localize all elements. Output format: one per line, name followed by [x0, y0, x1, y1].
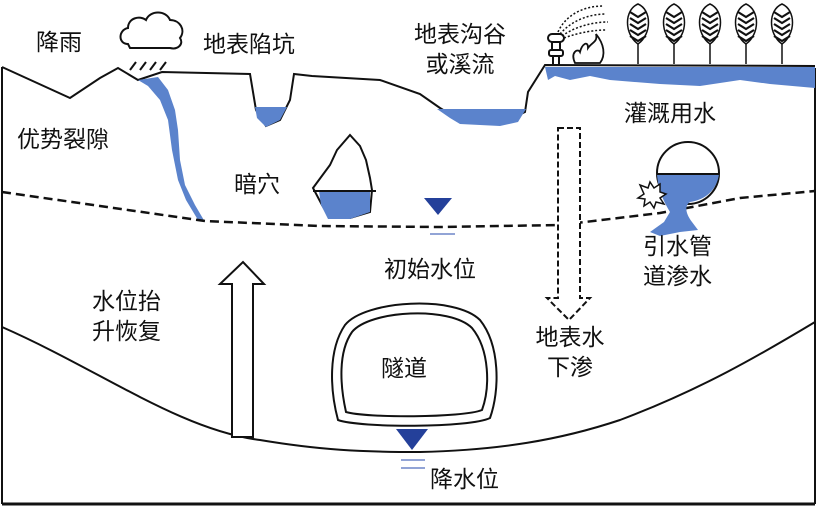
tree-row [626, 3, 794, 64]
tree-icon [626, 3, 650, 64]
label-preferential-fracture: 优势裂隙 [17, 127, 109, 153]
flame-icon [572, 33, 605, 64]
initial-water-table [1, 189, 816, 229]
label-surface-gully-line2: 或溪流 [425, 52, 495, 78]
tree-icon [734, 3, 758, 64]
label-level-recovery-line1: 水位抬 [92, 289, 161, 315]
label-tunnel: 隧道 [381, 356, 427, 382]
tree-icon [698, 3, 722, 64]
pipe-water [650, 174, 719, 236]
label-pipe-leak: 引水管 道渗水 [643, 232, 712, 292]
tree-icon [662, 3, 686, 64]
spray-lines [557, 5, 609, 39]
sinkhole-water [255, 107, 287, 127]
sprinkler-icon [547, 33, 565, 66]
label-surface-infiltration-line1: 地表水 [535, 325, 605, 351]
label-surface-infiltration-line2: 下渗 [547, 355, 593, 381]
label-irrigation-water: 灌溉用水 [624, 101, 716, 127]
cloud-rain-icon [119, 11, 184, 50]
lowered-level-marker-icon [396, 429, 428, 450]
tree-icon [770, 3, 794, 64]
label-level-recovery-line2: 升恢复 [92, 319, 161, 345]
water-level-marker-icon [424, 198, 452, 215]
label-rainfall: 降雨 [36, 30, 82, 56]
label-pipe-leak-line1: 引水管 [643, 234, 712, 260]
down-dashed-arrow-icon [544, 127, 593, 322]
label-pipe-leak-line2: 道渗水 [643, 264, 712, 290]
rain-streaks [129, 61, 167, 71]
label-surface-infiltration: 地表水 下渗 [520, 323, 620, 383]
leak-burst-icon [635, 180, 668, 210]
label-surface-gully: 地表沟谷 或溪流 [405, 20, 515, 80]
lowered-water-table [1, 321, 816, 454]
cave-water [319, 191, 370, 219]
label-level-recovery: 水位抬 升恢复 [92, 287, 161, 347]
gully-water [437, 109, 526, 126]
label-hidden-cave: 暗穴 [234, 172, 280, 198]
tunnel-inner [340, 312, 489, 418]
label-initial-water-level: 初始水位 [384, 257, 476, 283]
label-surface-gully-line1: 地表沟谷 [414, 22, 506, 48]
irrigation-water-layer [545, 67, 815, 88]
fracture-water [138, 77, 205, 222]
tunnel-outer [331, 302, 498, 427]
label-lowered-water-level: 降水位 [430, 467, 499, 493]
label-surface-sinkhole: 地表陷坑 [203, 32, 295, 58]
up-arrow-icon [217, 260, 267, 438]
